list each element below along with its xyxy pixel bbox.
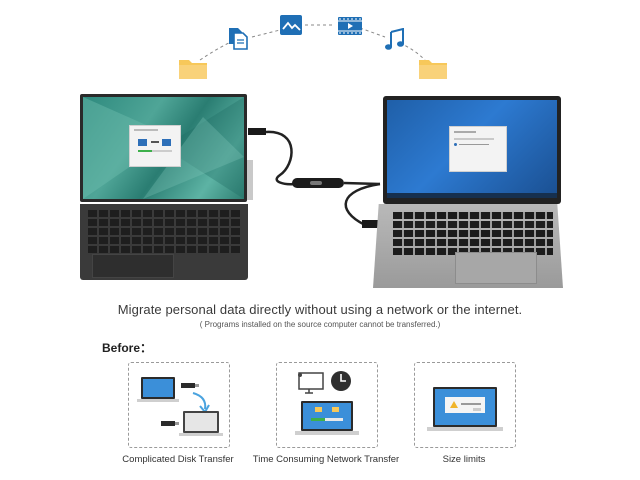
folder-left-icon <box>179 60 207 79</box>
music-icon <box>385 28 404 50</box>
size-limits-illustration <box>427 387 503 431</box>
left-laptop-kickstand <box>247 160 253 200</box>
disk-transfer-card <box>128 362 230 448</box>
right-laptop-wallpaper <box>387 100 557 198</box>
disk-transfer-caption: Complicated Disk Transfer <box>122 454 234 465</box>
right-migration-dialog <box>449 126 507 172</box>
usb-transfer-cable <box>248 128 382 228</box>
left-laptop-screen <box>80 94 247 202</box>
transfer-note: ( Programs installed on the source compu… <box>199 320 441 329</box>
left-laptop-trackpad <box>92 254 174 278</box>
image-icon <box>280 15 302 35</box>
right-laptop-screen <box>383 96 561 204</box>
left-laptop-wallpaper <box>83 97 244 199</box>
before-label: Before： <box>102 341 153 355</box>
left-migration-dialog <box>129 125 181 167</box>
documents-icon <box>229 28 248 50</box>
size-limits-card <box>414 362 516 448</box>
network-transfer-card <box>276 362 378 448</box>
network-transfer-caption: Time Consuming Network Transfer <box>252 454 400 465</box>
disk-transfer-illustration <box>137 377 223 436</box>
headline: Migrate personal data directly without u… <box>117 302 523 317</box>
network-transfer-illustration <box>295 371 359 435</box>
video-icon <box>338 17 362 35</box>
size-limits-caption: Size limits <box>442 454 486 465</box>
right-laptop-trackpad <box>455 252 537 284</box>
folder-right-icon <box>419 60 447 79</box>
